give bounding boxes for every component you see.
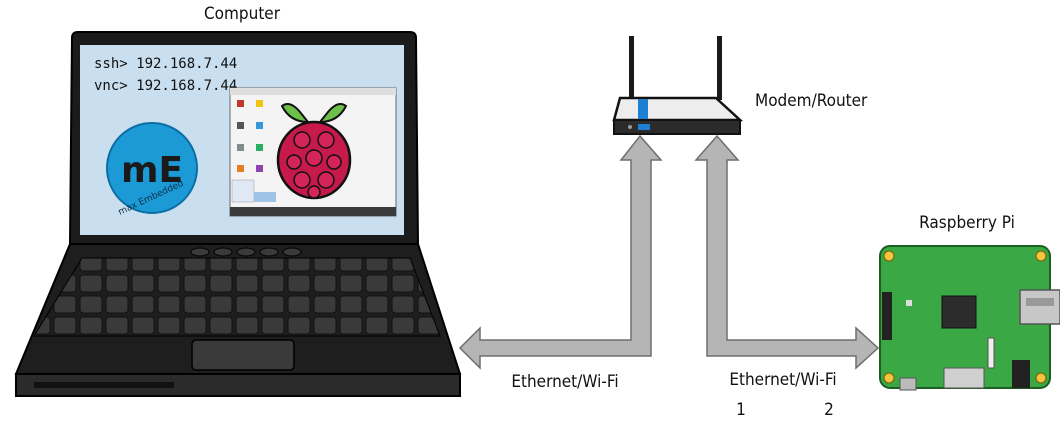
computer-label: Computer <box>204 4 281 24</box>
terminal-line-2: vnc> 192.168.7.44 <box>94 78 237 94</box>
max-embedded-logo: mE max Embedded <box>106 122 198 218</box>
laptop: ssh> 192.168.7.44 vnc> 192.168.7.44 mE m… <box>14 31 462 397</box>
option-number-2: 2 <box>824 400 834 420</box>
laptop-status-buttons <box>190 247 302 257</box>
raspberry-pi-board <box>879 245 1060 391</box>
arrow-router-to-computer <box>458 134 663 370</box>
modem-router-label: Modem/Router <box>755 91 868 111</box>
router <box>612 36 744 135</box>
vnc-desktop-window <box>229 87 397 217</box>
laptop-keyboard <box>33 257 441 337</box>
logo-letters: mE <box>121 150 183 191</box>
arrow-router-to-raspberry-pi <box>694 134 880 370</box>
terminal-line-1: ssh> 192.168.7.44 <box>94 56 237 72</box>
desktop-icons <box>231 100 276 203</box>
connection-arrows <box>458 134 880 370</box>
laptop-touchpad <box>191 339 295 371</box>
link-label-right: Ethernet/Wi-Fi <box>729 370 836 390</box>
link-label-left: Ethernet/Wi-Fi <box>511 372 618 392</box>
option-number-1: 1 <box>736 400 746 420</box>
raspberry-pi-label: Raspberry Pi <box>919 213 1015 233</box>
raspberry-logo <box>276 103 352 200</box>
